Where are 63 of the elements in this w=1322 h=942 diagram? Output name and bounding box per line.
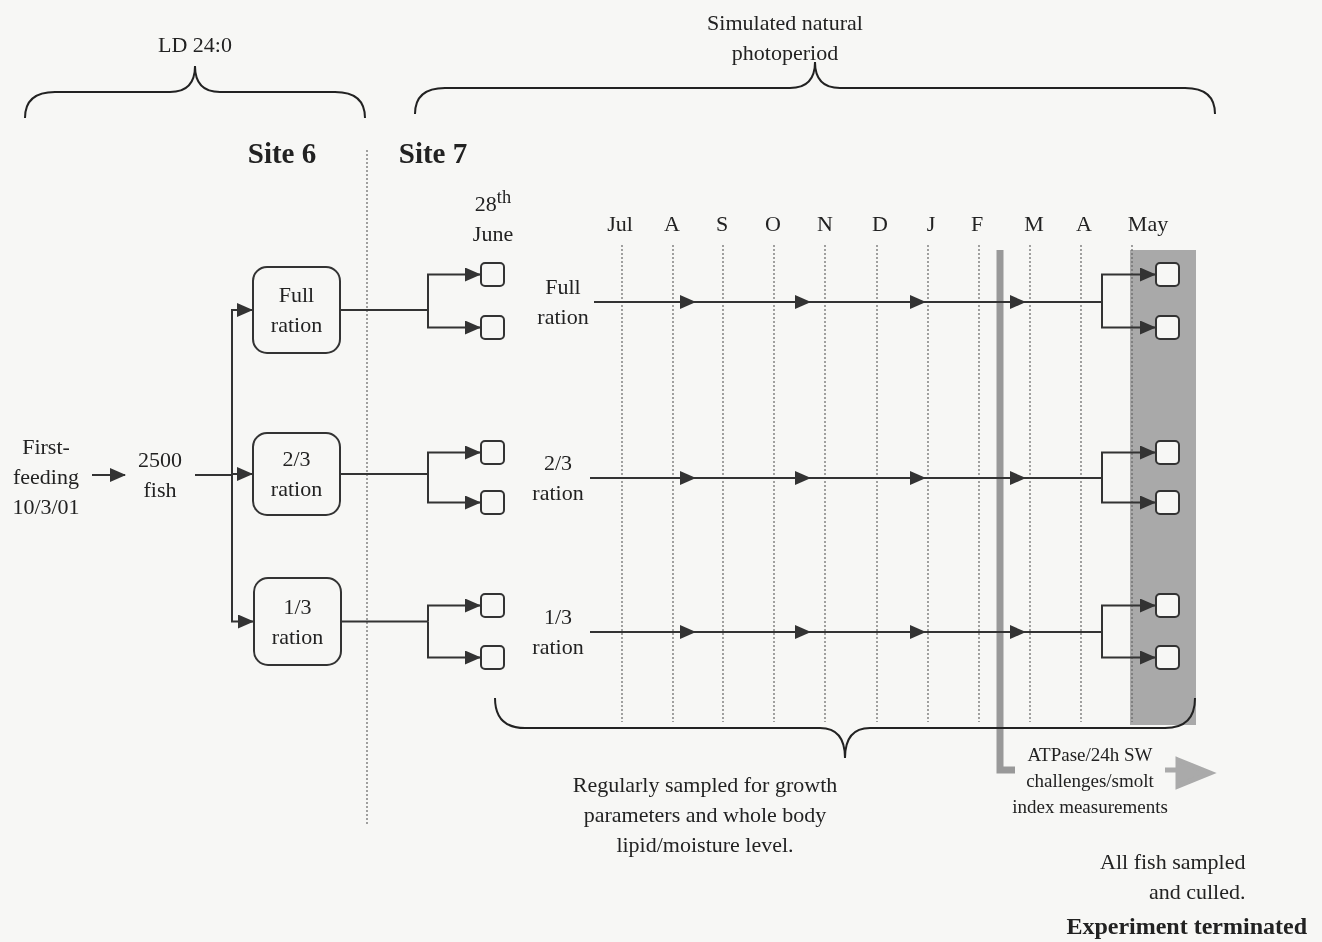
flow-text: 2500 fish (125, 445, 195, 505)
arrow (1101, 445, 1156, 479)
square-marker (1155, 490, 1180, 515)
month-label: May (1126, 210, 1170, 238)
note-text: Experiment terminated (1065, 912, 1307, 941)
month-label: M (1023, 210, 1045, 238)
site-heading: Site 7 (397, 136, 469, 171)
square-marker (1155, 440, 1180, 465)
arrow (1101, 477, 1156, 510)
note-text: ATPase/24h SW challenges/smolt index measurements (1011, 743, 1169, 819)
flow-text: 1/3 ration (526, 602, 590, 662)
month-label: O (764, 210, 782, 238)
square-marker (480, 645, 505, 670)
arrow (1101, 267, 1156, 303)
note-text: Regularly sampled for growth parameters and whole body lipid/moisture level. (571, 771, 839, 859)
arrow (231, 467, 253, 481)
square-marker (480, 440, 505, 465)
arrow (427, 620, 481, 665)
arrow (427, 598, 481, 623)
connector-line (593, 295, 1103, 309)
square-marker (1155, 262, 1180, 287)
arrow (1101, 598, 1156, 633)
month-label: N (816, 210, 834, 238)
month-label: A (663, 210, 681, 238)
month-label: J (925, 210, 937, 238)
date-text: 28$^{th}$ June (471, 186, 515, 249)
arrow (427, 267, 481, 311)
heading-text: Simulated natural photoperiod (706, 9, 864, 67)
arrow (231, 303, 253, 476)
site-heading: Site 6 (246, 136, 318, 171)
month-label: D (871, 210, 889, 238)
ration-box: Full ration (252, 266, 341, 354)
square-marker (480, 262, 505, 287)
connector-line (589, 625, 1103, 639)
month-label: S (714, 210, 730, 238)
square-marker (480, 490, 505, 515)
arrow (91, 468, 126, 482)
ration-box: 2/3 ration (252, 432, 341, 516)
connector-line (194, 474, 233, 476)
month-label: Jul (606, 210, 634, 238)
square-marker (1155, 593, 1180, 618)
square-marker (1155, 645, 1180, 670)
arrow (1101, 301, 1156, 335)
heading-text: LD 24:0 (157, 31, 233, 59)
arrow (427, 473, 481, 510)
connector-line (341, 620, 429, 623)
connector-line (340, 309, 429, 311)
square-marker (480, 593, 505, 618)
ration-box: 1/3 ration (253, 577, 342, 666)
month-label: F (969, 210, 985, 238)
arrow (427, 309, 481, 335)
connector-line (589, 471, 1103, 485)
connector-line (340, 473, 429, 475)
flow-text: Full ration (532, 272, 594, 332)
arrow (427, 445, 481, 475)
note-text: All fish sampled and culled. (1099, 848, 1246, 906)
month-label: A (1075, 210, 1093, 238)
flow-text: 2/3 ration (526, 448, 590, 508)
square-marker (1155, 315, 1180, 340)
flow-text: First-feeding 10/3/01 (0, 432, 92, 522)
square-marker (480, 315, 505, 340)
arrow (231, 474, 254, 629)
arrow (1101, 631, 1156, 665)
